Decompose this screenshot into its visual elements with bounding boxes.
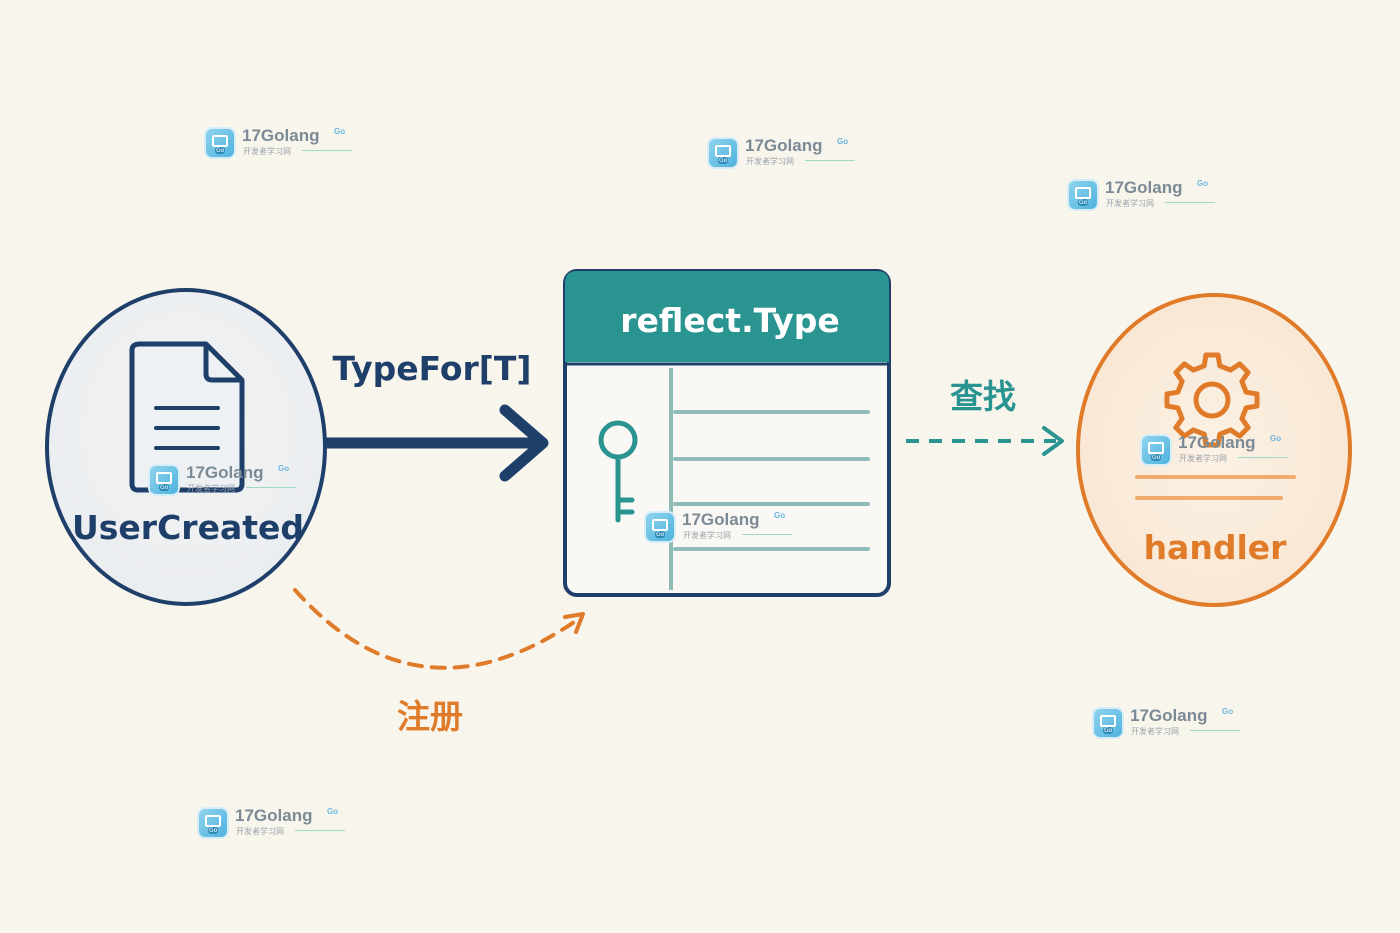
gear-icon <box>1164 352 1260 448</box>
register-arrow: 注册 <box>293 588 585 736</box>
registry-header-bar <box>565 271 889 362</box>
register-label: 注册 <box>397 697 463 736</box>
handler-node: handler <box>1076 293 1352 607</box>
handler-label: handler <box>1144 528 1288 567</box>
registry-table: reflect.Type <box>563 269 891 597</box>
registry-header-label: reflect.Type <box>620 301 839 340</box>
lookup-label: 查找 <box>950 377 1016 416</box>
document-icon <box>129 341 245 493</box>
lookup-arrow: 查找 <box>906 377 1064 456</box>
event-node: UserCreated <box>45 288 327 606</box>
handler-node-circle <box>1076 293 1352 607</box>
key-icon <box>598 420 638 523</box>
typefor-label: TypeFor[T] <box>333 349 532 388</box>
typefor-arrow: TypeFor[T] <box>326 349 549 482</box>
event-type-label: UserCreated <box>72 508 304 547</box>
